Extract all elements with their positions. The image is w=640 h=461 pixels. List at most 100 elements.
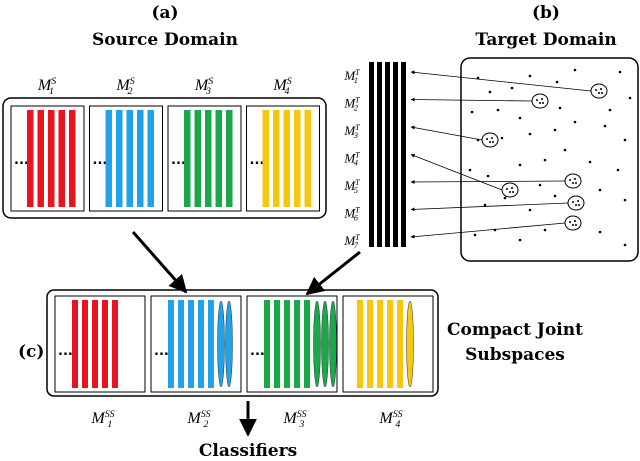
joint-bar [188,300,194,388]
cluster-point [542,102,544,104]
compact-joint-label: Compact Joint [447,320,583,340]
joint-ellipse [225,300,233,388]
source-bar [116,110,123,207]
joint-bar [294,300,300,388]
cluster-point [575,182,577,184]
joint-bar [208,300,214,388]
source-outer-box [2,97,327,219]
ellipsis-dots: ... [171,153,186,168]
target-cluster [590,83,608,99]
cluster-point [489,141,491,143]
cluster-point [600,88,602,90]
cluster-point [572,224,574,226]
target-sample-point [628,96,632,100]
joint-bar [72,300,78,388]
cluster-point [541,98,543,100]
source-bar [215,110,222,207]
panel-a-label: (a) [151,3,178,23]
source-bar [184,110,191,207]
source-bar [273,110,280,207]
cluster-to-row-arrow [410,179,566,184]
cluster-point [492,141,494,143]
source-bar [126,110,133,207]
joint-bar [198,300,204,388]
target-matrix-column [393,62,398,247]
target-cluster [501,182,519,198]
target-sample-point [538,183,542,187]
cluster-point [569,179,571,181]
source-bar [226,110,233,207]
cluster-point [574,178,576,180]
cluster-point [572,201,574,203]
subspaces-label: Subspaces [465,345,565,365]
cluster-to-row-arrow [410,202,569,212]
source-bar [137,110,144,207]
target-sample-point [486,174,490,178]
target-cluster [531,93,549,109]
target-sample-point [518,238,522,242]
joint-ellipse [217,300,225,388]
target-sample-point [496,108,500,112]
cluster-point [574,220,576,222]
ellipsis-dots: ... [93,153,108,168]
panel-c-label: (c) [18,342,44,362]
target-sample-point [528,132,532,136]
joint-bar [178,300,184,388]
target-sample-point [488,90,492,94]
target-link-arrows [410,70,592,239]
source-bar [304,110,311,207]
target-matrix-column [385,62,390,247]
cluster-point [598,92,600,94]
joint-bar [387,300,393,388]
cluster-point [511,187,513,189]
target-sample-point [555,80,559,84]
target-sample-point [518,116,522,120]
cluster-point [486,138,488,140]
target-sample-point [598,230,602,234]
joint-bar [377,300,383,388]
target-sample-point [553,194,557,198]
target-sample-point [528,208,532,212]
target-sample-point [616,168,620,172]
target-cluster [564,173,582,189]
target-sample-point [473,233,477,237]
cluster-point [506,188,508,190]
joint-group-box [150,295,242,393]
source-bar [294,110,301,207]
joint-bar [92,300,98,388]
source-domain-title: Source Domain [92,30,238,50]
joint-bar [397,300,403,388]
joint-ellipse [321,300,329,388]
cluster-point [572,182,574,184]
joint-outer-box [46,289,439,397]
target-sample-point [573,120,577,124]
joint-bar [264,300,270,388]
cluster-point [575,204,577,206]
target-domain-panel [460,57,639,262]
target-sample-point [623,243,627,247]
cluster-point [601,92,603,94]
cluster-point [578,204,580,206]
target-sample-point [528,74,532,78]
target-sample-point [543,158,547,162]
source-group-box [167,105,242,212]
joint-group-box [246,295,338,393]
flow-arrows [131,231,361,437]
source-bar [27,110,34,207]
target-sample-point [500,136,504,140]
panel-b-label: (b) [532,3,560,23]
ellipsis-dots: ... [154,344,169,359]
cluster-point [577,200,579,202]
cluster-point [491,137,493,139]
source-bar [58,110,65,207]
ellipsis-dots: ... [14,153,29,168]
